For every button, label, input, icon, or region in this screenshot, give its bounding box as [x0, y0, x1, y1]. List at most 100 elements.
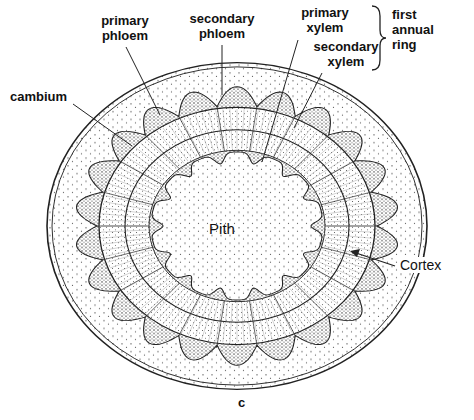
xylem-line	[169, 293, 192, 327]
xylem-line	[269, 298, 285, 335]
xylem-line	[169, 125, 192, 159]
ray-line	[118, 160, 167, 187]
xylem-line	[119, 168, 159, 188]
part-label: secondary xylem	[306, 40, 386, 70]
ray-line	[118, 265, 167, 292]
ray-line	[272, 292, 296, 337]
xylem-line	[123, 268, 162, 290]
xylem-line	[310, 271, 347, 294]
xylem-line	[327, 214, 373, 218]
xylem-line	[116, 173, 157, 191]
xylem-line	[327, 220, 373, 222]
xylem-line	[242, 303, 244, 343]
ray-line	[272, 115, 296, 160]
xylem-line	[278, 122, 299, 157]
xylem-line	[237, 109, 238, 149]
bracket	[372, 6, 386, 70]
arrow-head	[350, 249, 360, 257]
xylem-line	[301, 281, 334, 309]
xylem-line	[141, 143, 174, 171]
ray-line	[95, 226, 153, 227]
xylem-line	[157, 289, 184, 321]
xylem-line	[307, 152, 343, 177]
xylem-line	[326, 208, 371, 214]
xylem-line	[301, 143, 334, 171]
xylem-line	[282, 125, 305, 159]
arrow-line	[356, 253, 395, 266]
ray-line	[308, 265, 357, 292]
ray-line	[178, 115, 202, 160]
leader-line	[73, 104, 132, 146]
xylem-line	[119, 265, 159, 285]
xylem-line	[282, 293, 305, 327]
xylem-line	[131, 275, 167, 300]
xylem-line	[307, 275, 343, 300]
ray-line	[249, 298, 257, 347]
xylem-line	[294, 286, 323, 317]
part-label: secondary phloem	[180, 12, 264, 42]
pith-region: Pith	[162, 208, 282, 248]
xylem-line	[141, 281, 174, 309]
xylem-line	[327, 230, 373, 232]
leader-lines	[73, 6, 395, 266]
xylem-line	[110, 254, 153, 268]
ray-line	[249, 105, 257, 154]
xylem-line	[127, 271, 164, 294]
xylem-line	[230, 303, 232, 343]
ray-line	[321, 226, 379, 227]
ray-line	[292, 134, 330, 172]
ray-line	[318, 192, 374, 206]
xylem-line	[230, 109, 232, 149]
xylem-line	[312, 162, 351, 184]
ray-line	[308, 160, 357, 187]
figure-letter: c	[238, 396, 245, 411]
xylem-line	[251, 302, 258, 341]
xylem-line	[317, 261, 358, 279]
annual-ring-line	[125, 130, 349, 323]
xylem-line	[310, 157, 347, 180]
xylem-line	[102, 234, 148, 238]
region-name: Pith	[209, 220, 235, 237]
part-label: primary xylem	[292, 6, 358, 36]
xylem-line	[151, 135, 180, 166]
xylem-line	[103, 238, 148, 244]
ray-line	[101, 192, 157, 206]
ray-line	[144, 134, 182, 172]
xylem-line	[102, 214, 148, 218]
leader-line	[126, 47, 160, 115]
xylem-line	[315, 265, 355, 285]
ray-line	[144, 281, 182, 319]
xylem-line	[157, 131, 184, 163]
xylem-line	[242, 109, 244, 149]
xylem-line	[131, 152, 167, 177]
xylem-line	[315, 168, 355, 188]
xylem-line	[290, 289, 317, 321]
xylem-line	[101, 220, 147, 222]
xylem-line	[127, 157, 164, 180]
xylem-line	[175, 295, 196, 330]
xylem-line	[290, 131, 317, 163]
xylem-line	[327, 234, 373, 238]
ray-line	[101, 246, 157, 260]
xylem-line	[237, 303, 238, 343]
ray-line	[292, 281, 330, 319]
primary-xylem-ring	[149, 150, 325, 301]
leader-line	[294, 73, 322, 128]
xylem-line	[101, 230, 147, 232]
xylem-line	[216, 110, 223, 149]
ray-line	[318, 246, 374, 260]
epidermis-inner	[52, 67, 422, 385]
xylem-line	[188, 117, 204, 154]
xylem-line	[321, 184, 364, 198]
part-label: Cortex	[398, 257, 443, 273]
ray-line	[217, 298, 225, 347]
medullary-rays	[95, 105, 379, 347]
part-label: primary phloem	[94, 14, 156, 44]
stem-drawing	[47, 63, 427, 390]
xylem-line	[294, 135, 323, 166]
xylem-line	[123, 162, 162, 184]
bracket-label: first annual ring	[392, 8, 452, 53]
leader-line	[262, 40, 298, 162]
xylem-line	[312, 268, 351, 290]
